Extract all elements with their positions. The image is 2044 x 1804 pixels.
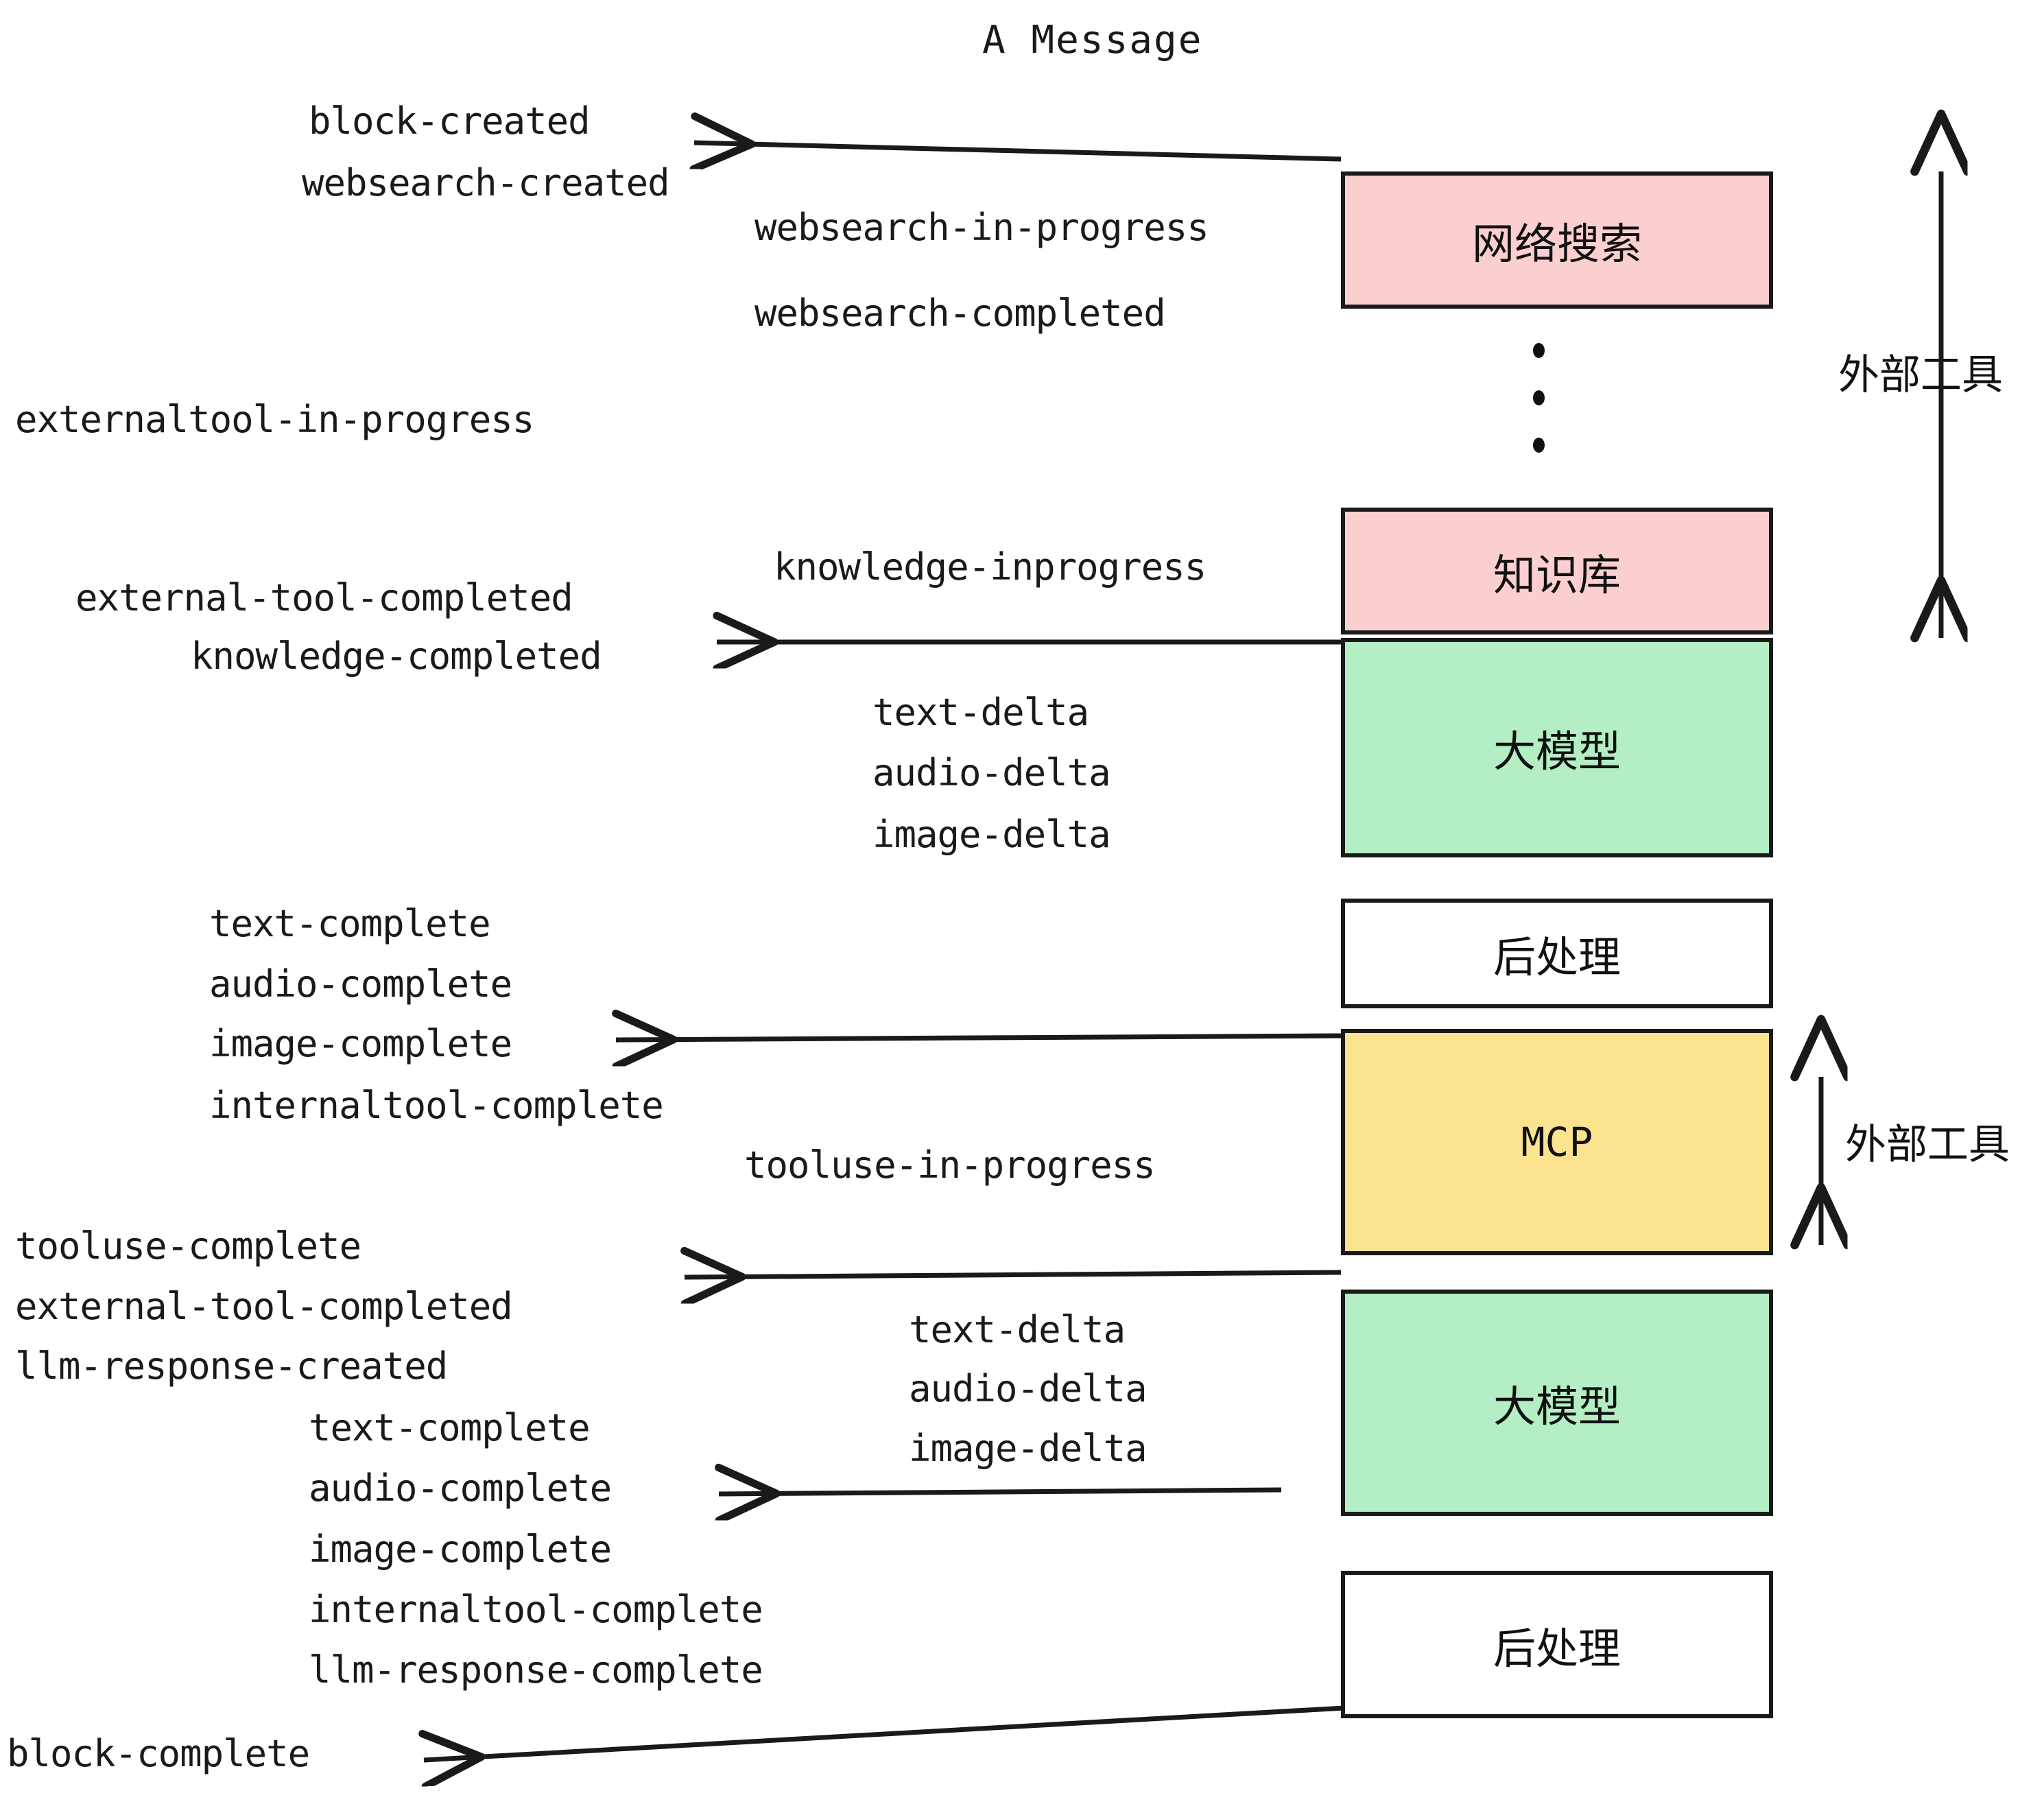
node-label: 知识库 (1493, 549, 1621, 600)
event-llm-response-created: llm-response-created (15, 1344, 448, 1388)
event-tooluse-complete: tooluse-complete (15, 1224, 361, 1268)
event-text-delta-2: text-delta (909, 1308, 1126, 1351)
node-label: 网络搜索 (1471, 219, 1642, 269)
event-text-complete-1: text-complete (209, 902, 491, 945)
node-postprocess-1[interactable]: 后处理 (1341, 899, 1773, 1008)
event-external-tool-completed-2: external-tool-completed (15, 1285, 513, 1328)
event-image-complete-2: image-complete (309, 1528, 612, 1571)
event-knowledge-inprogress: knowledge-inprogress (774, 545, 1207, 589)
node-label: MCP (1521, 1119, 1593, 1165)
arrow-websearch-to-created (694, 143, 1342, 159)
arrow-llm2-to-audio-complete (719, 1490, 1282, 1494)
event-block-complete: block-complete (7, 1732, 310, 1775)
event-llm-response-complete: llm-response-complete (309, 1648, 763, 1692)
event-internaltool-complete-1: internaltool-complete (209, 1084, 664, 1127)
event-text-complete-2: text-complete (309, 1406, 591, 1449)
event-websearch-completed: websearch-completed (754, 292, 1166, 335)
event-tooluse-in-progress: tooluse-in-progress (744, 1143, 1156, 1187)
event-externaltool-in-progress: externaltool-in-progress (15, 398, 534, 441)
node-mcp[interactable]: MCP (1341, 1029, 1773, 1255)
group-label-external-tools-top: 外部工具 (1838, 351, 2003, 399)
node-web-search[interactable]: 网络搜索 (1341, 171, 1773, 309)
page-title: A Message (982, 18, 1203, 62)
node-llm-2[interactable]: 大模型 (1341, 1290, 1773, 1516)
event-text-delta-1: text-delta (872, 691, 1089, 734)
event-image-delta-2: image-delta (909, 1427, 1148, 1470)
node-label: 后处理 (1493, 932, 1621, 982)
event-audio-delta-1: audio-delta (872, 751, 1111, 794)
event-audio-complete-2: audio-complete (309, 1467, 612, 1510)
arrow-mcp-to-tooluse-complete (685, 1272, 1342, 1277)
arrow-postprocess1-to-image-complete (616, 1036, 1342, 1040)
event-websearch-created: websearch-created (302, 161, 670, 204)
event-block-created: block-created (309, 99, 591, 143)
group-label-external-tools-bottom: 外部工具 (1845, 1121, 2010, 1169)
node-label: 大模型 (1493, 1381, 1621, 1432)
arrow-postprocess2-to-block-complete (424, 1705, 1345, 1760)
event-audio-complete-1: audio-complete (209, 962, 512, 1006)
event-audio-delta-2: audio-delta (909, 1367, 1148, 1410)
event-external-tool-completed-1: external-tool-completed (75, 576, 573, 619)
node-label: 大模型 (1493, 726, 1621, 776)
event-websearch-in-progress: websearch-in-progress (754, 206, 1209, 249)
event-image-complete-1: image-complete (209, 1022, 512, 1065)
event-knowledge-completed: knowledge-completed (191, 634, 602, 678)
event-image-delta-1: image-delta (872, 813, 1111, 856)
vertical-ellipsis-icon (1531, 343, 1546, 453)
node-label: 后处理 (1493, 1623, 1621, 1674)
event-internaltool-complete-2: internaltool-complete (309, 1588, 763, 1631)
node-llm-1[interactable]: 大模型 (1341, 638, 1773, 857)
node-knowledge-base[interactable]: 知识库 (1341, 508, 1773, 634)
node-postprocess-2[interactable]: 后处理 (1341, 1571, 1773, 1718)
